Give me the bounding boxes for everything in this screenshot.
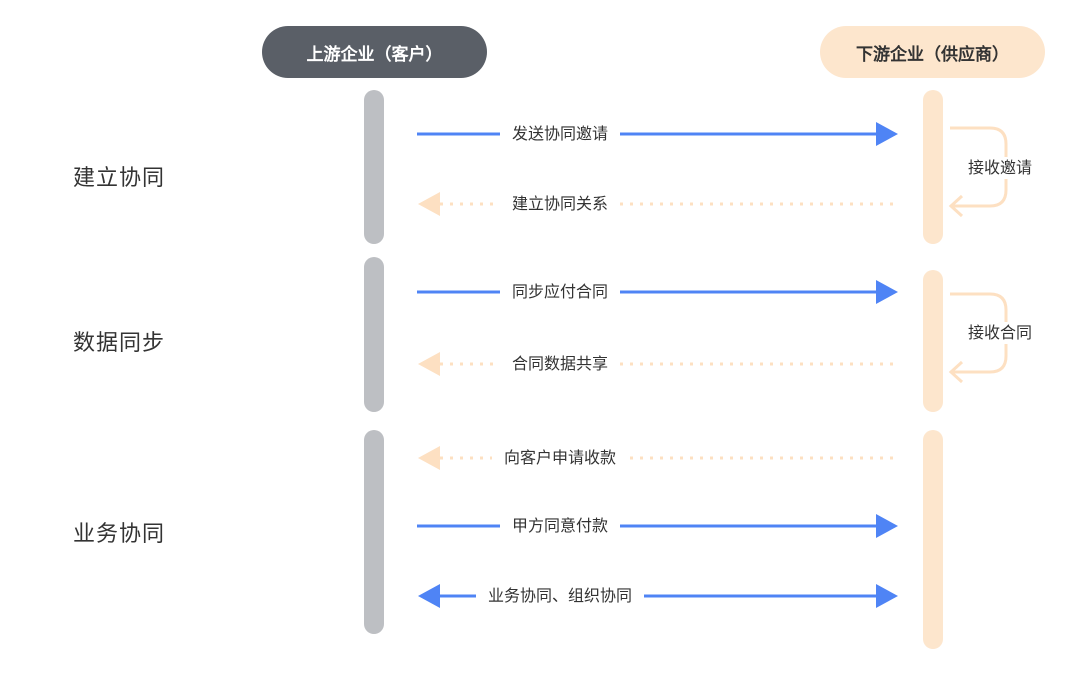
message-label-text: 发送协同邀请	[499, 124, 620, 143]
phase-label-text: 建立协同	[72, 166, 165, 191]
downstream-lifeline-phase-1	[923, 90, 943, 244]
phase-label-text: 业务协同	[72, 522, 165, 547]
message-label-text: 甲方同意付款	[499, 516, 620, 535]
message-label: 业务协同、组织协同	[420, 585, 700, 607]
message-label: 甲方同意付款	[420, 515, 700, 537]
message-label-text: 建立协同关系	[499, 194, 620, 213]
message-label: 发送协同邀请	[420, 123, 700, 145]
message-label-text: 向客户申请收款	[491, 448, 628, 467]
message-label: 向客户申请收款	[420, 447, 700, 469]
message-label-text: 业务协同、组织协同	[475, 586, 644, 605]
phase-label-data-sync: 数据同步	[28, 307, 234, 375]
upstream-lane-header: 上游企业（客户）	[262, 26, 487, 78]
phase-label-text: 数据同步	[72, 331, 165, 356]
phase-label-establish: 建立协同	[28, 142, 234, 210]
downstream-lifeline-phase-2	[923, 270, 943, 412]
message-label: 建立协同关系	[420, 193, 700, 215]
downstream-lane-header: 下游企业（供应商）	[820, 26, 1045, 78]
receipt-label-invite: 接收邀请	[965, 157, 1036, 179]
upstream-lifeline-phase-1	[364, 90, 384, 244]
message-label-text: 同步应付合同	[499, 282, 620, 301]
message-label: 同步应付合同	[420, 281, 700, 303]
downstream-lifeline-phase-3	[923, 430, 943, 649]
message-label-text: 合同数据共享	[499, 354, 620, 373]
message-label: 合同数据共享	[420, 353, 700, 375]
upstream-lifeline-phase-2	[364, 257, 384, 412]
upstream-lifeline-phase-3	[364, 430, 384, 634]
receipt-label-contract: 接收合同	[965, 322, 1036, 344]
phase-label-business: 业务协同	[28, 498, 234, 566]
